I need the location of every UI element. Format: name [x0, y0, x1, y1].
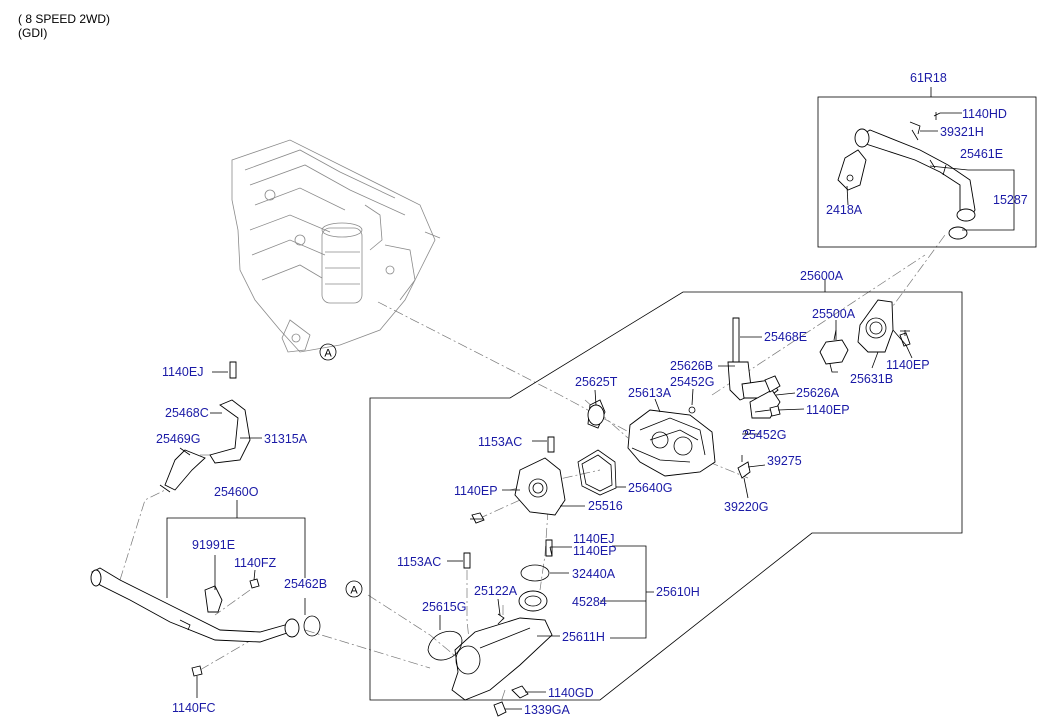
part-label-25468e[interactable]: 25468E — [764, 330, 807, 344]
part-label-1140hd[interactable]: 1140HD — [962, 107, 1007, 121]
part-label-39220g[interactable]: 39220G — [724, 500, 768, 514]
part-label-39275[interactable]: 39275 — [767, 454, 802, 468]
thermostat-housing-part — [819, 299, 911, 373]
bypass-pipe-assembly-part — [90, 361, 321, 692]
part-label-1140ep-thermostat[interactable]: 1140EP — [886, 358, 930, 372]
engine-block-illustration — [231, 139, 441, 353]
part-label-1140ej-bypass[interactable]: 1140EJ — [162, 365, 203, 379]
ref-marker-a-bottom: A — [345, 580, 363, 598]
part-label-25500a[interactable]: 25500A — [812, 307, 856, 321]
part-label-25461e[interactable]: 25461E — [960, 147, 1003, 161]
part-label-61r18[interactable]: 61R18 — [910, 71, 947, 85]
part-label-2418a[interactable]: 2418A — [826, 203, 863, 217]
part-label-25640g[interactable]: 25640G — [628, 481, 672, 495]
part-label-25600a[interactable]: 25600A — [800, 269, 844, 283]
part-label-1140ep-inlet[interactable]: 1140EP — [573, 544, 617, 558]
part-label-25122a[interactable]: 25122A — [474, 584, 518, 598]
part-label-91991e[interactable]: 91991E — [192, 538, 235, 552]
part-label-39321h[interactable]: 39321H — [940, 125, 984, 139]
part-label-1140ep-fitting[interactable]: 1140EP — [454, 484, 498, 498]
part-labels: 61R18 1140HD 39321H 25461E 15287 2418A 2… — [156, 71, 1028, 717]
part-label-1153ac-lower[interactable]: 1153AC — [397, 555, 441, 569]
part-label-25452g-upper[interactable]: 25452G — [670, 375, 714, 389]
part-label-1153ac-upper[interactable]: 1153AC — [478, 435, 522, 449]
part-label-25469g[interactable]: 25469G — [156, 432, 200, 446]
part-label-1140fz[interactable]: 1140FZ — [234, 556, 277, 570]
part-label-25460o[interactable]: 25460O — [214, 485, 259, 499]
part-label-25626b[interactable]: 25626B — [670, 359, 713, 373]
water-fitting-25516-part — [470, 436, 566, 524]
part-label-25611h[interactable]: 25611H — [562, 630, 605, 644]
part-label-32440a[interactable]: 32440A — [572, 567, 616, 581]
ref-marker-a-top: A — [319, 343, 337, 361]
part-label-31315a[interactable]: 31315A — [264, 432, 308, 446]
part-label-25626a[interactable]: 25626A — [796, 386, 840, 400]
part-label-1140ej-inlet[interactable]: 1140EJ — [573, 532, 614, 546]
part-label-1140gd[interactable]: 1140GD — [548, 686, 594, 700]
part-label-25615g[interactable]: 25615G — [422, 600, 466, 614]
part-label-25610h[interactable]: 25610H — [656, 585, 700, 599]
header-speed: ( 8 SPEED 2WD) — [18, 12, 111, 26]
inlet-fitting-assembly-part — [427, 539, 553, 717]
part-label-1140fc[interactable]: 1140FC — [172, 701, 216, 715]
part-label-25625t[interactable]: 25625T — [575, 375, 618, 389]
part-label-25462b[interactable]: 25462B — [284, 577, 327, 591]
leader-lines — [166, 87, 1015, 710]
part-label-1339ga[interactable]: 1339GA — [524, 703, 571, 717]
part-label-25613a[interactable]: 25613A — [628, 386, 672, 400]
part-label-25516[interactable]: 25516 — [588, 499, 623, 513]
ref-marker-a-top-label: A — [324, 348, 332, 360]
ref-marker-a-bottom-label: A — [350, 585, 358, 597]
part-label-1140ep-pipe[interactable]: 1140EP — [806, 403, 850, 417]
part-label-25631b[interactable]: 25631B — [850, 372, 893, 386]
part-label-25452g-lower[interactable]: 25452G — [742, 428, 786, 442]
assembly-box-25600a — [369, 291, 963, 701]
header-engine: (GDI) — [18, 26, 48, 40]
part-label-25468c[interactable]: 25468C — [165, 406, 209, 420]
water-pump-housing-part — [577, 317, 781, 496]
inset-box-hose — [817, 96, 1037, 248]
part-label-15287[interactable]: 15287 — [993, 193, 1028, 207]
part-label-45284[interactable]: 45284 — [572, 595, 607, 609]
